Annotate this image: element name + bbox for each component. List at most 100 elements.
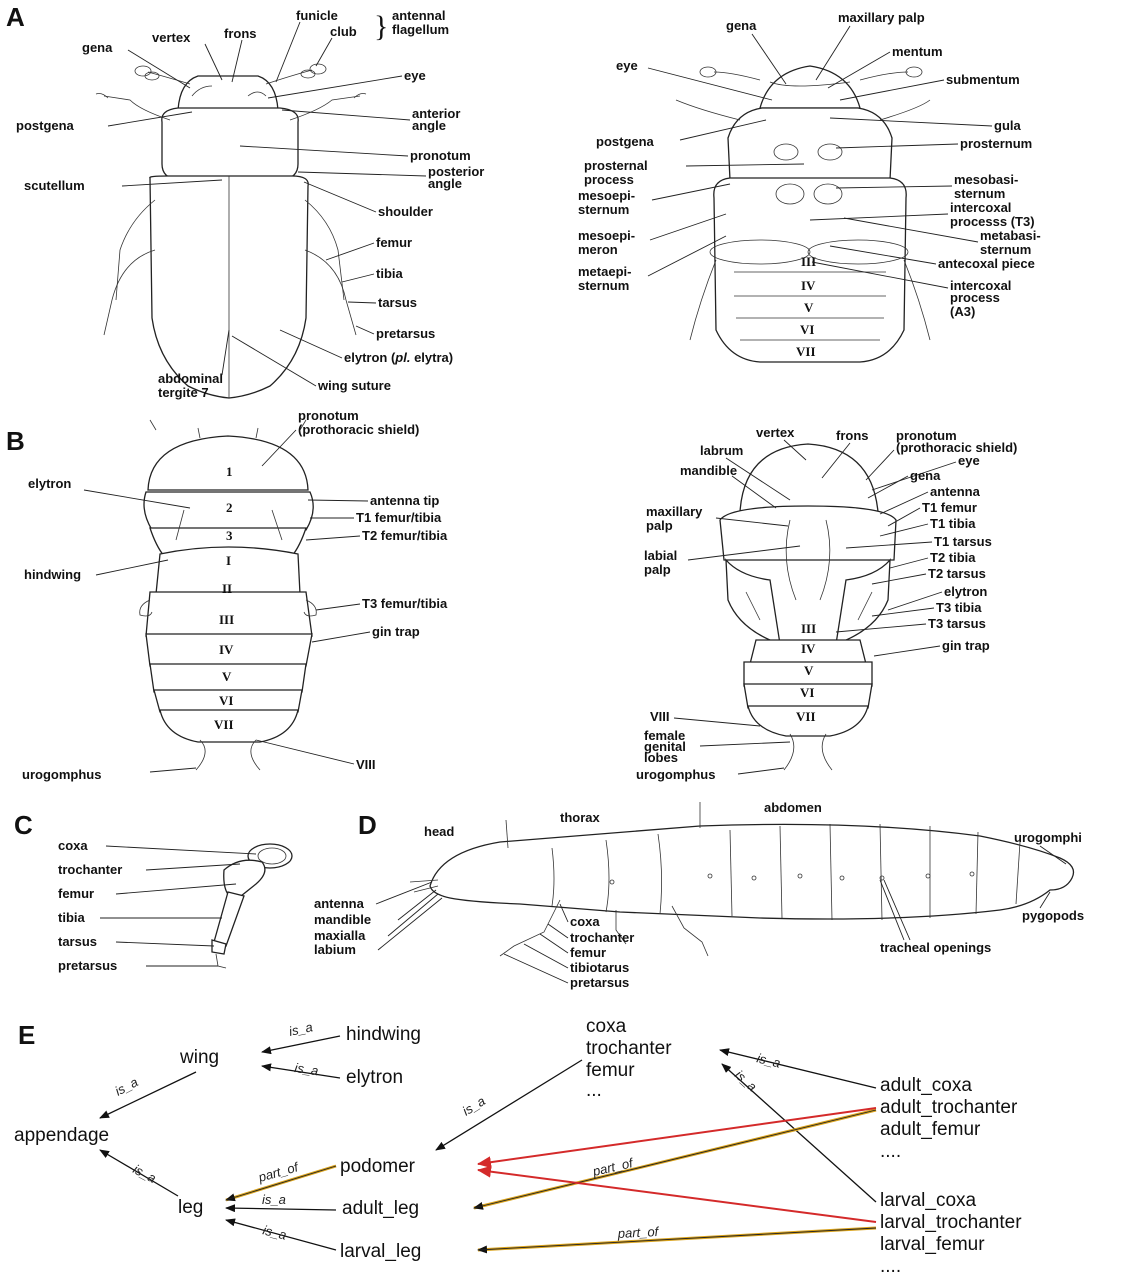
label-br-eye: eye (958, 453, 980, 468)
label-br-t3-tarsus: T3 tarsus (928, 616, 986, 631)
panel-label-e: E (18, 1020, 35, 1050)
panel-label-a: A (6, 2, 25, 32)
edge-adulttroch-podomer (478, 1108, 876, 1164)
label-frons: frons (224, 26, 257, 41)
node-adult-trochanter: adult_trochanter (880, 1097, 1018, 1118)
rel-is-a-9: is_a (732, 1067, 760, 1094)
label-d-trochanter: trochanter (570, 930, 634, 945)
label-flagellum: flagellum (392, 22, 449, 37)
label-process-2: process (950, 290, 1000, 305)
label-metaepi: metaepi- (578, 264, 631, 279)
label-d-tracheal: tracheal openings (880, 940, 991, 955)
rel-is-a-5: is_a (262, 1192, 286, 1207)
br-seg-vii: VII (796, 709, 816, 724)
node-femur: femur (586, 1060, 635, 1081)
label-br-vertex: vertex (756, 425, 795, 440)
rel-is-a-7: is_a (460, 1093, 488, 1118)
label-antennal: antennal (392, 8, 445, 23)
label-a3: (A3) (950, 304, 975, 319)
label-br-viii: VIII (650, 709, 670, 724)
label-femur: femur (376, 235, 412, 250)
label-v-eye: eye (616, 58, 638, 73)
label-anterior-angle: angle (412, 118, 446, 133)
br-seg-iv: IV (801, 641, 816, 656)
rel-is-a-3: is_a (112, 1074, 140, 1098)
label-prosternal: prosternal (584, 158, 648, 173)
node-adult-leg: adult_leg (342, 1198, 419, 1219)
label-process: process (584, 172, 634, 187)
node-leg: leg (178, 1197, 203, 1218)
node-podomer: podomer (340, 1156, 416, 1177)
label-c-trochanter: trochanter (58, 862, 122, 877)
edge-larvaltroch-podomer (478, 1170, 876, 1222)
label-prosternum: prosternum (960, 136, 1032, 151)
b-seg-vi: VI (219, 693, 233, 708)
label-br-frons: frons (836, 428, 869, 443)
b-seg-2: 2 (226, 500, 233, 515)
edge-adultleg-leg (226, 1208, 336, 1210)
label-d-mandible: mandible (314, 912, 371, 927)
b-seg-vii: VII (214, 717, 234, 732)
label-postgena: postgena (16, 118, 75, 133)
label-c-coxa: coxa (58, 838, 88, 853)
label-t3-femur-tibia: T3 femur/tibia (362, 596, 448, 611)
label-br-t1-tibia: T1 tibia (930, 516, 976, 531)
rel-is-a-2: is_a (294, 1060, 320, 1078)
label-tibia: tibia (376, 266, 403, 281)
label-d-maxialla: maxialla (314, 928, 366, 943)
b-seg-v: V (222, 669, 232, 684)
label-d-femur: femur (570, 945, 606, 960)
label-d-head: head (424, 824, 454, 839)
label-br-gin-trap: gin trap (942, 638, 990, 653)
label-br-elytron: elytron (944, 584, 987, 599)
b-seg-i: I (226, 553, 231, 568)
b-seg-iii: III (219, 612, 234, 627)
label-mesoepi-2: mesoepi- (578, 228, 635, 243)
node-ellipsis-3: .... (880, 1256, 901, 1276)
label-br-t3-tibia: T3 tibia (936, 600, 982, 615)
node-trochanter: trochanter (586, 1038, 672, 1059)
label-br-max-palp: palp (646, 518, 673, 533)
label-antecoxal: antecoxal piece (938, 256, 1035, 271)
label-br-t2-tibia: T2 tibia (930, 550, 976, 565)
label-d-abdomen: abdomen (764, 800, 822, 815)
label-br-mandible: mandible (680, 463, 737, 478)
label-elytron: elytron (pl. elytra) (344, 350, 453, 365)
label-mentum: mentum (892, 44, 943, 59)
label-pronotum: pronotum (410, 148, 471, 163)
label-b-elytron: elytron (28, 476, 71, 491)
label-c-tibia: tibia (58, 910, 85, 925)
label-meron: meron (578, 242, 618, 257)
b-seg-iv: IV (219, 642, 234, 657)
label-d-labium: labium (314, 942, 356, 957)
leg-drawing (212, 844, 292, 968)
label-vertex: vertex (152, 30, 191, 45)
label-pretarsus: pretarsus (376, 326, 435, 341)
rel-is-a-1: is_a (288, 1019, 314, 1039)
label-br-prothoracic: (prothoracic shield) (896, 440, 1017, 455)
panel-label-c: C (14, 810, 33, 840)
rel-part-of-3: part_of (616, 1224, 660, 1241)
br-seg-v: V (804, 663, 814, 678)
label-mesoepi-sternum: sternum (578, 202, 629, 217)
rel-part-of-1: part_of (256, 1159, 301, 1185)
ventral-seg-v: V (804, 300, 814, 315)
br-seg-vi: VI (800, 685, 814, 700)
node-hindwing: hindwing (346, 1024, 421, 1045)
rel-is-a-6: is_a (261, 1222, 288, 1242)
label-t1-femur-tibia: T1 femur/tibia (356, 510, 442, 525)
node-larval-femur: larval_femur (880, 1234, 985, 1255)
b-seg-3: 3 (226, 528, 233, 543)
label-br-lobes: lobes (644, 750, 678, 765)
b-seg-1: 1 (226, 464, 233, 479)
label-scutellum: scutellum (24, 178, 85, 193)
label-posterior-angle: angle (428, 176, 462, 191)
larva-drawing (410, 802, 1074, 956)
node-appendage: appendage (14, 1125, 109, 1146)
label-br-labrum: labrum (700, 443, 743, 458)
label-processs-t3: processs (T3) (950, 214, 1035, 229)
label-c-femur: femur (58, 886, 94, 901)
label-br-t1-femur: T1 femur (922, 500, 977, 515)
node-larval-leg: larval_leg (340, 1241, 421, 1262)
